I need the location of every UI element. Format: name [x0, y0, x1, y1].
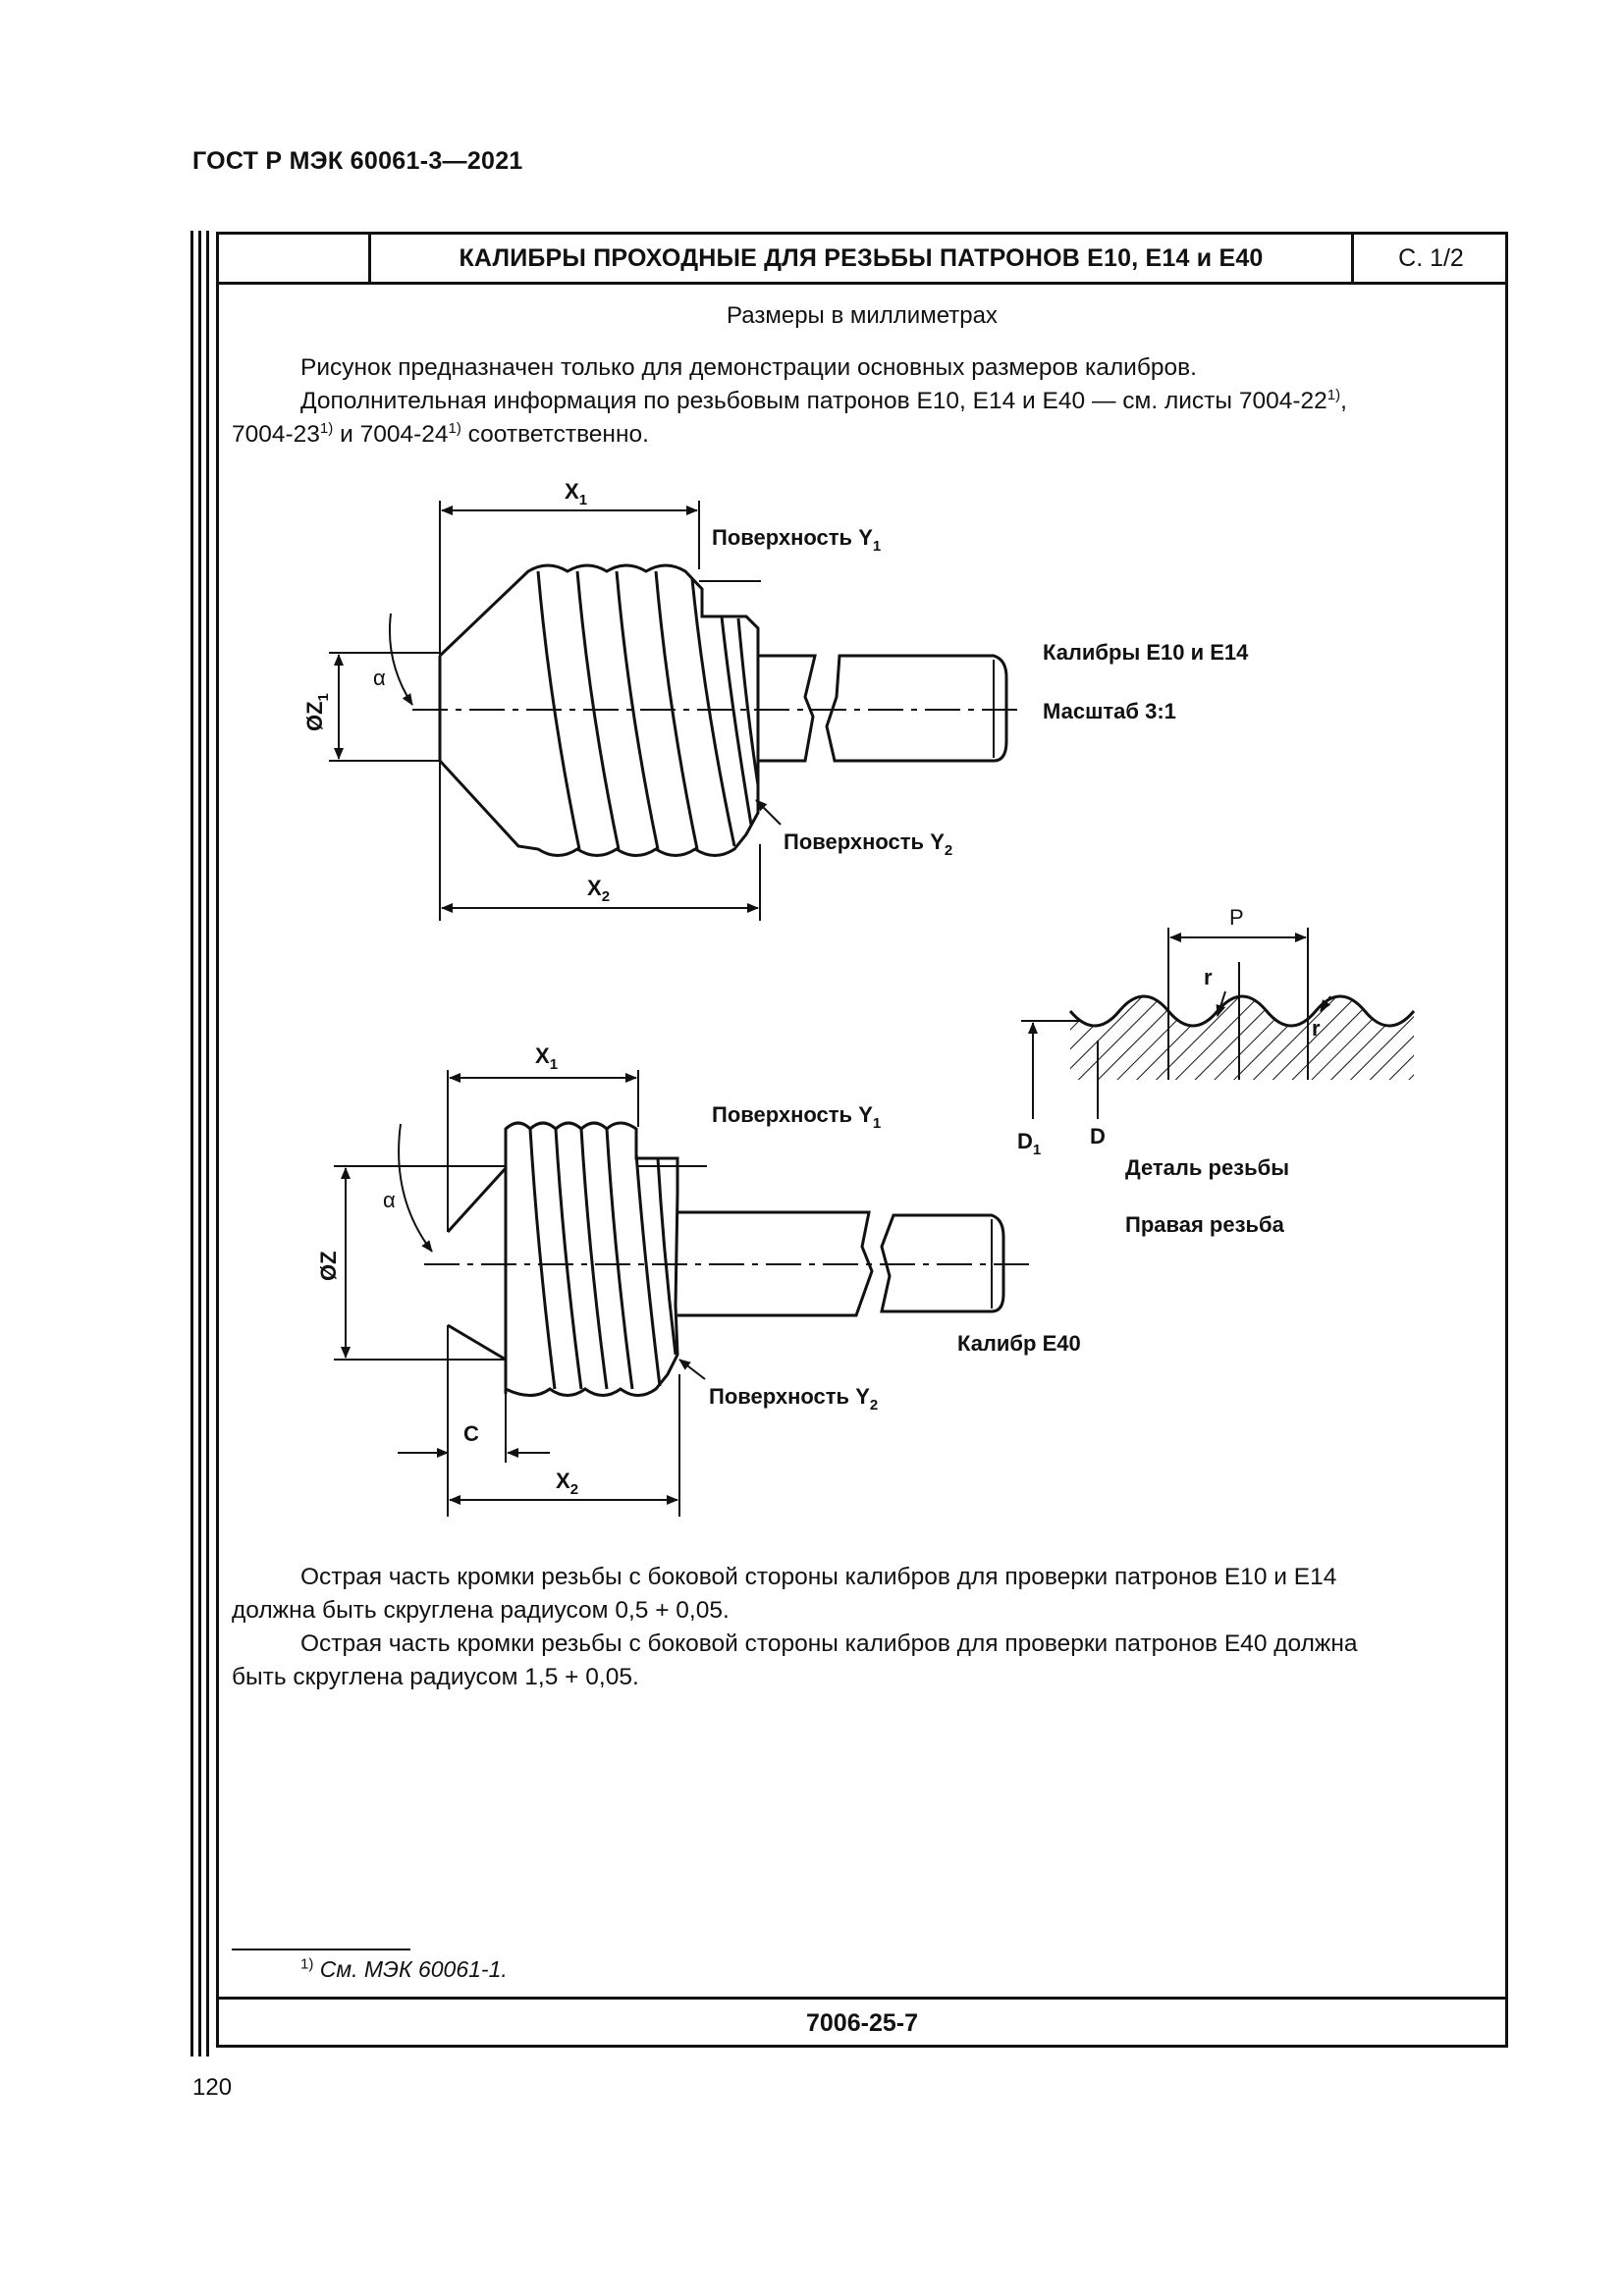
z-label: ØZ: [316, 1251, 341, 1281]
footnote-rule: [232, 1949, 410, 1950]
fig1-scale: Масштаб 3:1: [1043, 699, 1176, 723]
footnote: 1) См. МЭК 60061-1.: [300, 1956, 508, 1983]
fig2-dimensions: [334, 1070, 707, 1517]
note-2-line-2: быть скруглена радиусом 1,5 + 0,05.: [232, 1664, 639, 1690]
title-cell-empty: [216, 232, 371, 285]
sheet-frame: [216, 232, 1508, 2048]
footnote-mark: 1): [300, 1955, 314, 1973]
pitch-label: P: [1229, 905, 1244, 930]
x1-label: X1: [535, 1043, 558, 1073]
x1-label: X1: [565, 479, 587, 508]
alpha-label: α: [373, 666, 386, 690]
thread-direction: Правая резьба: [1125, 1212, 1285, 1237]
intro-tail: соответственно.: [460, 421, 649, 448]
title-row: [216, 232, 1508, 285]
margin-rule: [198, 231, 201, 2056]
surface-y2-label: Поверхность Y2: [709, 1384, 878, 1414]
units-note: Размеры в миллиметрах: [727, 302, 998, 329]
footnote-ref: 1): [448, 419, 461, 437]
thread-profile: [1021, 928, 1416, 1119]
footnote-text: См. МЭК 60061-1.: [313, 1956, 508, 1982]
detail-caption: Деталь резьбы: [1125, 1155, 1289, 1180]
surface-y1-label: Поверхность Y1: [712, 525, 881, 555]
d1-label: D1: [1017, 1129, 1041, 1158]
footnote-ref: 1): [319, 419, 334, 437]
intro-sheet-ref: 7004-23: [232, 421, 320, 448]
fig1-caption: Калибры E10 и E14: [1043, 640, 1249, 665]
c-label: C: [463, 1421, 479, 1446]
radius-label: r: [1312, 1016, 1321, 1041]
note-1-line-1: Острая часть кромки резьбы с боковой сто…: [300, 1564, 1337, 1590]
gauge-e10-e14: [438, 563, 1008, 857]
margin-rule: [190, 231, 193, 2056]
intro-line-2: Дополнительная информация по резьбовым п…: [232, 385, 1498, 418]
x2-label: X2: [556, 1468, 578, 1498]
intro-line-2-text: Дополнительная информация по резьбовым п…: [300, 388, 1327, 414]
z1-label: ØZ1: [302, 693, 332, 731]
intro-line-3: 7004-231) и 7004-241) соответственно.: [232, 418, 1498, 452]
sheet-code: 7006-25-7: [216, 1997, 1508, 2048]
gauge-e40: [446, 1121, 1005, 1397]
surface-y2-label: Поверхность Y2: [784, 829, 952, 859]
page-number: 120: [192, 2074, 233, 2101]
sheet-page-ref: С. 1/2: [1351, 232, 1508, 285]
x2-label: X2: [587, 876, 610, 905]
note-2-line-1: Острая часть кромки резьбы с боковой сто…: [300, 1630, 1358, 1657]
fig1-dimensions: [329, 501, 782, 921]
surface-y1-label: Поверхность Y1: [712, 1102, 881, 1132]
intro-text: Рисунок предназначен только для демонстр…: [232, 351, 1498, 452]
intro-sheet-ref: и 7004-24: [333, 421, 449, 448]
margin-rule: [206, 231, 209, 2056]
intro-comma: ,: [1340, 388, 1347, 414]
footnote-ref: 1): [1326, 386, 1341, 403]
alpha-label: α: [383, 1188, 396, 1212]
document-header: ГОСТ Р МЭК 60061-3—2021: [192, 147, 523, 175]
notes-text: Острая часть кромки резьбы с боковой сто…: [232, 1561, 1498, 1694]
note-1-line-2: должна быть скруглена радиусом 0,5 + 0,0…: [232, 1597, 730, 1624]
intro-line-1: Рисунок предназначен только для демонстр…: [300, 354, 1197, 381]
d-label: D: [1090, 1124, 1106, 1148]
radius-label: r: [1204, 965, 1213, 989]
sheet-title: КАЛИБРЫ ПРОХОДНЫЕ ДЛЯ РЕЗЬБЫ ПАТРОНОВ E1…: [459, 243, 1264, 272]
fig2-caption: Калибр E40: [957, 1331, 1081, 1356]
